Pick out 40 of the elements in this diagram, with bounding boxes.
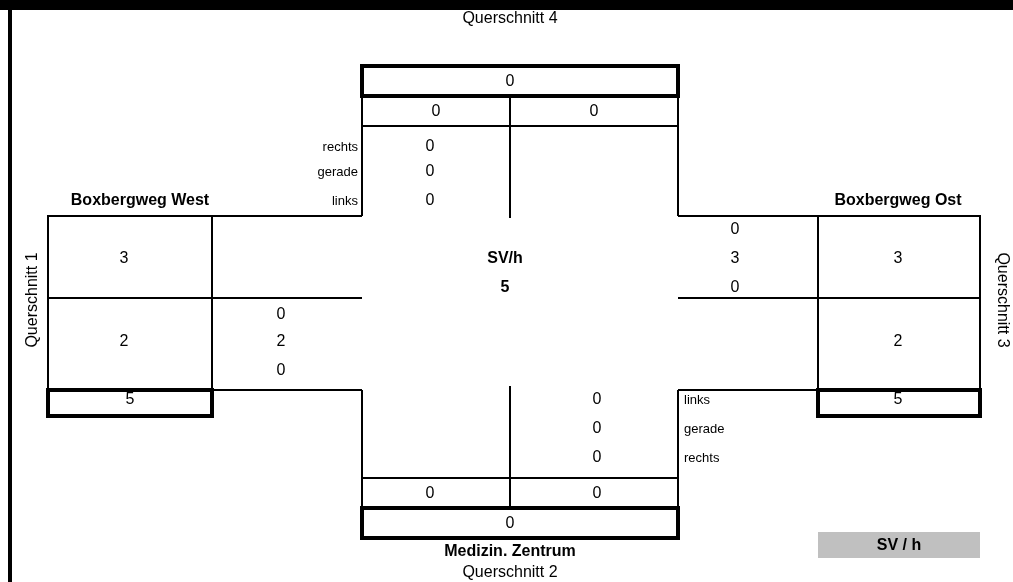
- count-value: 2: [119, 332, 129, 350]
- count-value: 0: [425, 484, 435, 502]
- street-name: Boxbergweg West: [70, 191, 210, 209]
- direction-label: gerade: [684, 420, 725, 436]
- cross-section-label: Querschnitt 4: [462, 9, 558, 27]
- count-value: 3: [119, 249, 129, 267]
- count-value: 2: [276, 332, 286, 350]
- count-value: 5: [125, 390, 135, 408]
- count-value: 0: [276, 361, 286, 379]
- street-name: Boxbergweg Ost: [834, 191, 962, 209]
- count-value: 0: [276, 305, 286, 323]
- count-value: 0: [592, 419, 602, 437]
- count-value: 0: [730, 278, 740, 296]
- cross-section-label: Querschnitt 3: [994, 252, 1012, 348]
- count-value: 0: [425, 191, 435, 209]
- cross-section-label: Querschnitt 2: [462, 563, 558, 581]
- count-value: 5: [893, 390, 903, 408]
- direction-label: links: [684, 391, 710, 407]
- count-value: 3: [730, 249, 740, 267]
- direction-label: rechts: [322, 138, 358, 154]
- count-value: 2: [893, 332, 903, 350]
- count-value: 0: [505, 514, 515, 532]
- cross-section-label: Querschnitt 1: [23, 252, 41, 348]
- count-value: 0: [592, 484, 602, 502]
- count-value: 0: [505, 72, 515, 90]
- count-value: 3: [893, 249, 903, 267]
- direction-label: links: [332, 192, 358, 208]
- unit-label: SV/h: [487, 249, 523, 267]
- count-value: 0: [592, 448, 602, 466]
- count-value: 0: [730, 220, 740, 238]
- count-value: 0: [431, 102, 441, 120]
- unit-label: SV / h: [818, 532, 980, 558]
- count-value: 0: [592, 390, 602, 408]
- count-value: 0: [589, 102, 599, 120]
- direction-label: gerade: [317, 163, 358, 179]
- count-value: 5: [500, 278, 510, 296]
- count-value: 0: [425, 162, 435, 180]
- street-name: Medizin. Zentrum: [444, 542, 576, 560]
- count-value: 0: [425, 137, 435, 155]
- direction-label: rechts: [684, 449, 720, 465]
